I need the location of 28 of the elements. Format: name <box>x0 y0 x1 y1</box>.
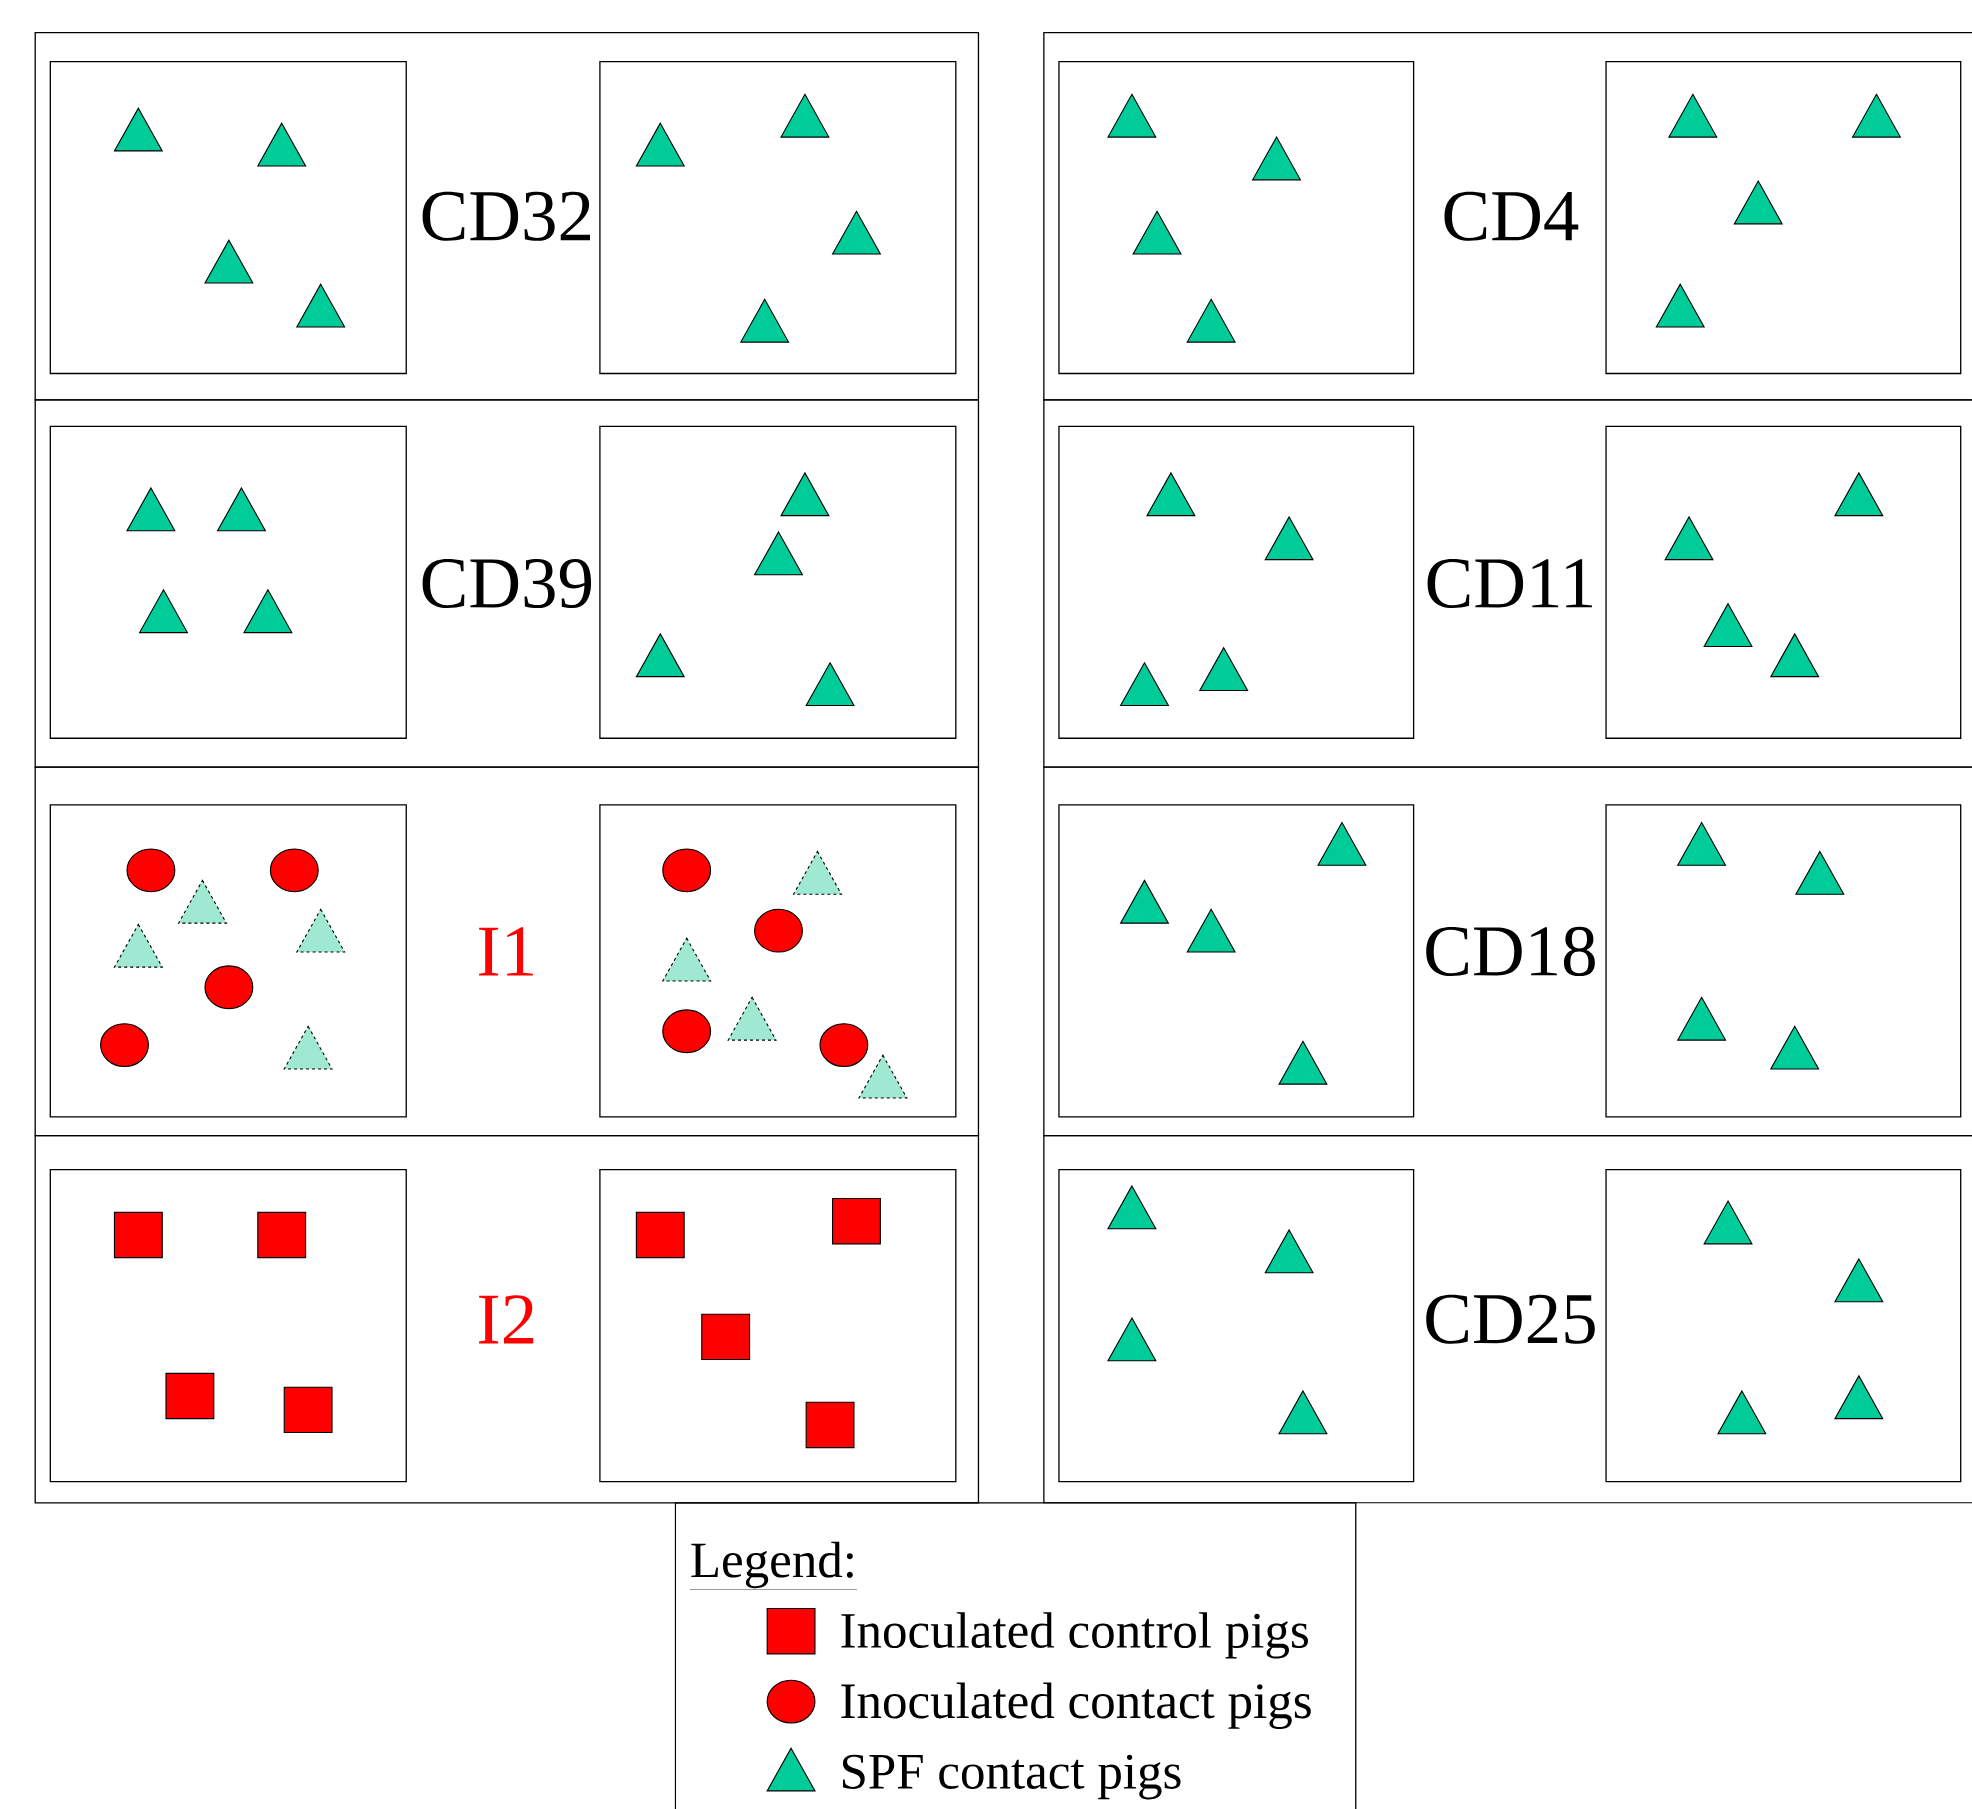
pen-box <box>1058 804 1415 1118</box>
pen-row: CD39 <box>34 399 980 768</box>
pen-row: CD32 <box>34 32 980 401</box>
pen-box <box>1605 1169 1962 1483</box>
pen-box <box>1058 1169 1415 1483</box>
pen-box <box>49 425 407 739</box>
pen-box <box>1605 425 1962 739</box>
pen-box <box>1058 425 1415 739</box>
legend-text: Inoculated contact pigs <box>841 1682 1311 1729</box>
pen-box <box>49 60 407 375</box>
pen-box <box>599 425 957 739</box>
pen-row: I1 <box>34 766 980 1137</box>
pen-box <box>1058 60 1415 375</box>
pen-box <box>599 60 957 375</box>
pen-row: CD4 <box>1043 32 1972 401</box>
legend-title: Legend: <box>689 1541 858 1590</box>
legend-text: Inoculated control pigs <box>841 1612 1308 1659</box>
pen-box <box>49 1169 407 1483</box>
pen-row: CD18 <box>1043 766 1972 1137</box>
pen-row: I2 <box>34 1135 980 1504</box>
legend-text: SPF contact pigs <box>842 1754 1181 1800</box>
pen-row: CD11 <box>1043 399 1972 768</box>
pen-box <box>49 804 407 1118</box>
pen-box <box>599 804 957 1118</box>
pen-box <box>1605 60 1962 375</box>
pen-row: CD25 <box>1043 1135 1972 1504</box>
pen-box <box>1605 804 1962 1118</box>
pen-box <box>599 1169 957 1483</box>
